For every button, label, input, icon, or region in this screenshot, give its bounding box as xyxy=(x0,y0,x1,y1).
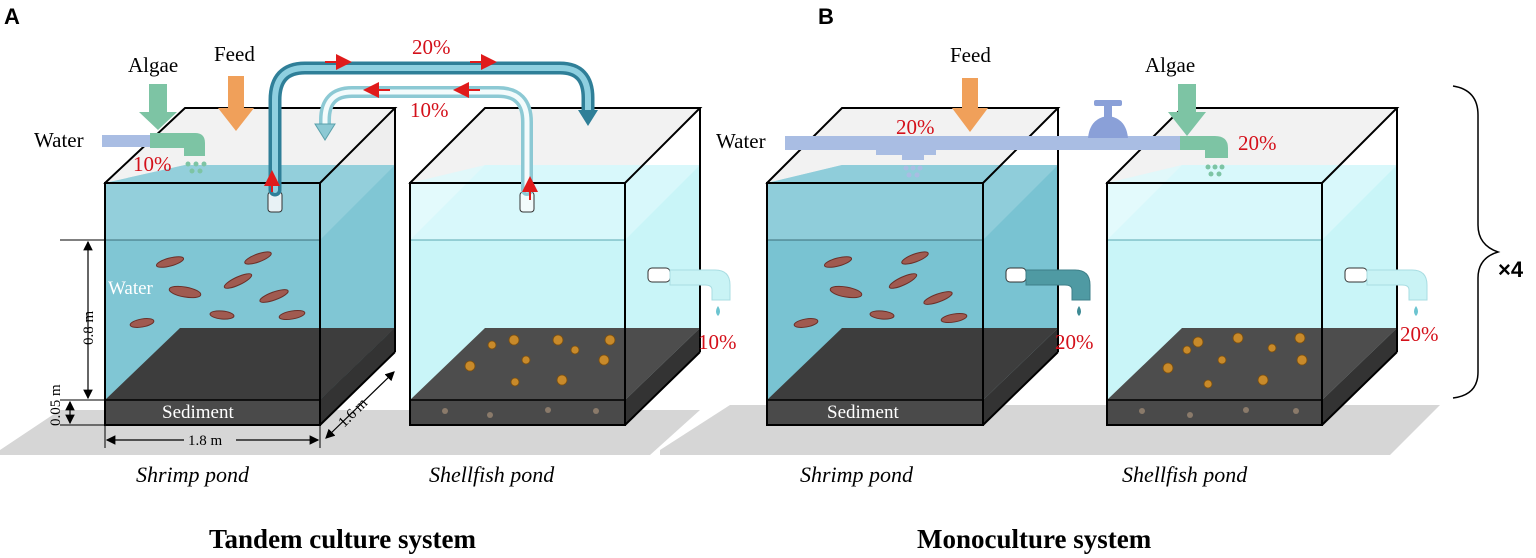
flow-arrowhead xyxy=(578,110,598,126)
shellfish-icon xyxy=(1217,355,1227,365)
water-drops-icon xyxy=(1205,164,1225,177)
shrimp-icon xyxy=(940,312,968,324)
shrimp-icon xyxy=(278,309,306,321)
shrimp-icon xyxy=(901,251,929,265)
inlet-tap-icon xyxy=(150,133,205,156)
shrimp-icon xyxy=(209,310,235,320)
algae-label: Algae xyxy=(1145,53,1195,77)
flow-arrowhead xyxy=(314,123,336,141)
feed-label: Feed xyxy=(950,43,991,67)
algae-label: Algae xyxy=(128,53,178,77)
shrimp-pond-b: Sediment 20% xyxy=(765,107,1094,426)
water-label: Water xyxy=(34,128,84,152)
sediment-shells xyxy=(442,407,599,418)
shellfish-icon xyxy=(556,374,568,386)
shrimp-inlet-tap-icon xyxy=(876,145,936,178)
shellfish-group xyxy=(464,334,616,387)
return-transfer-percent: 10% xyxy=(410,98,449,122)
shellfish-icon xyxy=(570,345,580,355)
algae-arrow-icon xyxy=(1168,84,1206,136)
shellfish-pond-b: 20% xyxy=(1105,107,1439,426)
sediment-label: Sediment xyxy=(827,402,899,423)
shellfish-icon xyxy=(552,334,564,346)
shellfish-icon xyxy=(1203,379,1213,389)
shrimp-pond-name: Shrimp pond xyxy=(800,462,914,487)
shellfish-inflow-percent: 20% xyxy=(1238,131,1277,155)
panel-b: B Sediment xyxy=(660,4,1524,554)
shellfish-icon xyxy=(508,334,520,346)
water-depth-label: 0.8 m xyxy=(81,311,97,346)
shellfish-icon xyxy=(1192,336,1204,348)
shrimp-pond-name: Shrimp pond xyxy=(136,462,250,487)
shrimp-drain-percent: 20% xyxy=(1055,330,1094,354)
feed-arrow-icon xyxy=(952,78,988,132)
water-pipe xyxy=(102,135,152,147)
shrimp-group xyxy=(793,251,968,328)
water-drops-icon xyxy=(185,161,207,174)
valve-icon xyxy=(1088,100,1128,138)
shellfish-icon xyxy=(1294,332,1306,344)
shellfish-icon xyxy=(1267,343,1277,353)
shrimp-pond-water-label: Water xyxy=(108,278,154,299)
water-pipe xyxy=(785,136,1185,150)
shellfish-icon xyxy=(1182,345,1192,355)
drain-tap-icon xyxy=(1344,267,1428,316)
forward-transfer-percent: 20% xyxy=(412,35,451,59)
shellfish-pond-a: 10% xyxy=(408,107,737,426)
shrimp-icon xyxy=(869,310,895,320)
length-label: 1.8 m xyxy=(188,433,223,449)
feed-label: Feed xyxy=(214,42,255,66)
shellfish-pond-name: Shellfish pond xyxy=(429,462,555,487)
shellfish-icon xyxy=(487,340,497,350)
shrimp-icon xyxy=(823,256,853,268)
shrimp-icon xyxy=(155,256,185,268)
replicates-label: ×4 xyxy=(1498,257,1524,282)
shrimp-icon xyxy=(244,251,272,265)
feed-arrow-icon xyxy=(218,76,254,131)
drain-tap-icon xyxy=(647,267,731,316)
shellfish-inlet-tap-icon xyxy=(1180,136,1228,158)
panel-a: A Water Sediment xyxy=(0,4,737,554)
shellfish-icon xyxy=(1296,354,1308,366)
replicate-brace xyxy=(1452,85,1501,399)
shellfish-icon xyxy=(1162,362,1174,374)
panel-a-title: Tandem culture system xyxy=(209,524,477,554)
sediment-label: Sediment xyxy=(162,402,234,423)
shrimp-inflow-percent: 20% xyxy=(896,115,935,139)
shellfish-drain-percent: 10% xyxy=(698,330,737,354)
algae-arrow-icon xyxy=(139,84,177,130)
shrimp-icon xyxy=(923,291,953,305)
panel-a-letter: A xyxy=(4,4,20,29)
shrimp-icon xyxy=(888,273,918,289)
shellfish-group xyxy=(1162,332,1308,389)
shellfish-icon xyxy=(510,377,520,387)
inflow-percent: 10% xyxy=(133,152,172,176)
shrimp-icon xyxy=(223,273,253,289)
transfer-pipes xyxy=(264,54,598,200)
drain-tap-icon xyxy=(1005,267,1091,316)
sediment-depth-label: 0.05 m xyxy=(48,384,64,426)
shrimp-icon xyxy=(168,285,202,299)
shellfish-drain-percent: 20% xyxy=(1400,322,1439,346)
shellfish-icon xyxy=(598,354,610,366)
shellfish-icon xyxy=(464,360,476,372)
water-label: Water xyxy=(716,129,766,153)
panel-b-title: Monoculture system xyxy=(917,524,1152,554)
shellfish-pond-name: Shellfish pond xyxy=(1122,462,1248,487)
shrimp-icon xyxy=(259,289,289,303)
panel-b-letter: B xyxy=(818,4,834,29)
shellfish-icon xyxy=(604,334,616,346)
shrimp-icon xyxy=(129,318,155,328)
sediment-shells xyxy=(1139,407,1299,418)
shrimp-group xyxy=(129,251,306,328)
shellfish-icon xyxy=(1232,332,1244,344)
shrimp-icon xyxy=(829,285,863,299)
shellfish-icon xyxy=(1257,374,1269,386)
shellfish-icon xyxy=(521,355,531,365)
shrimp-icon xyxy=(793,318,819,328)
